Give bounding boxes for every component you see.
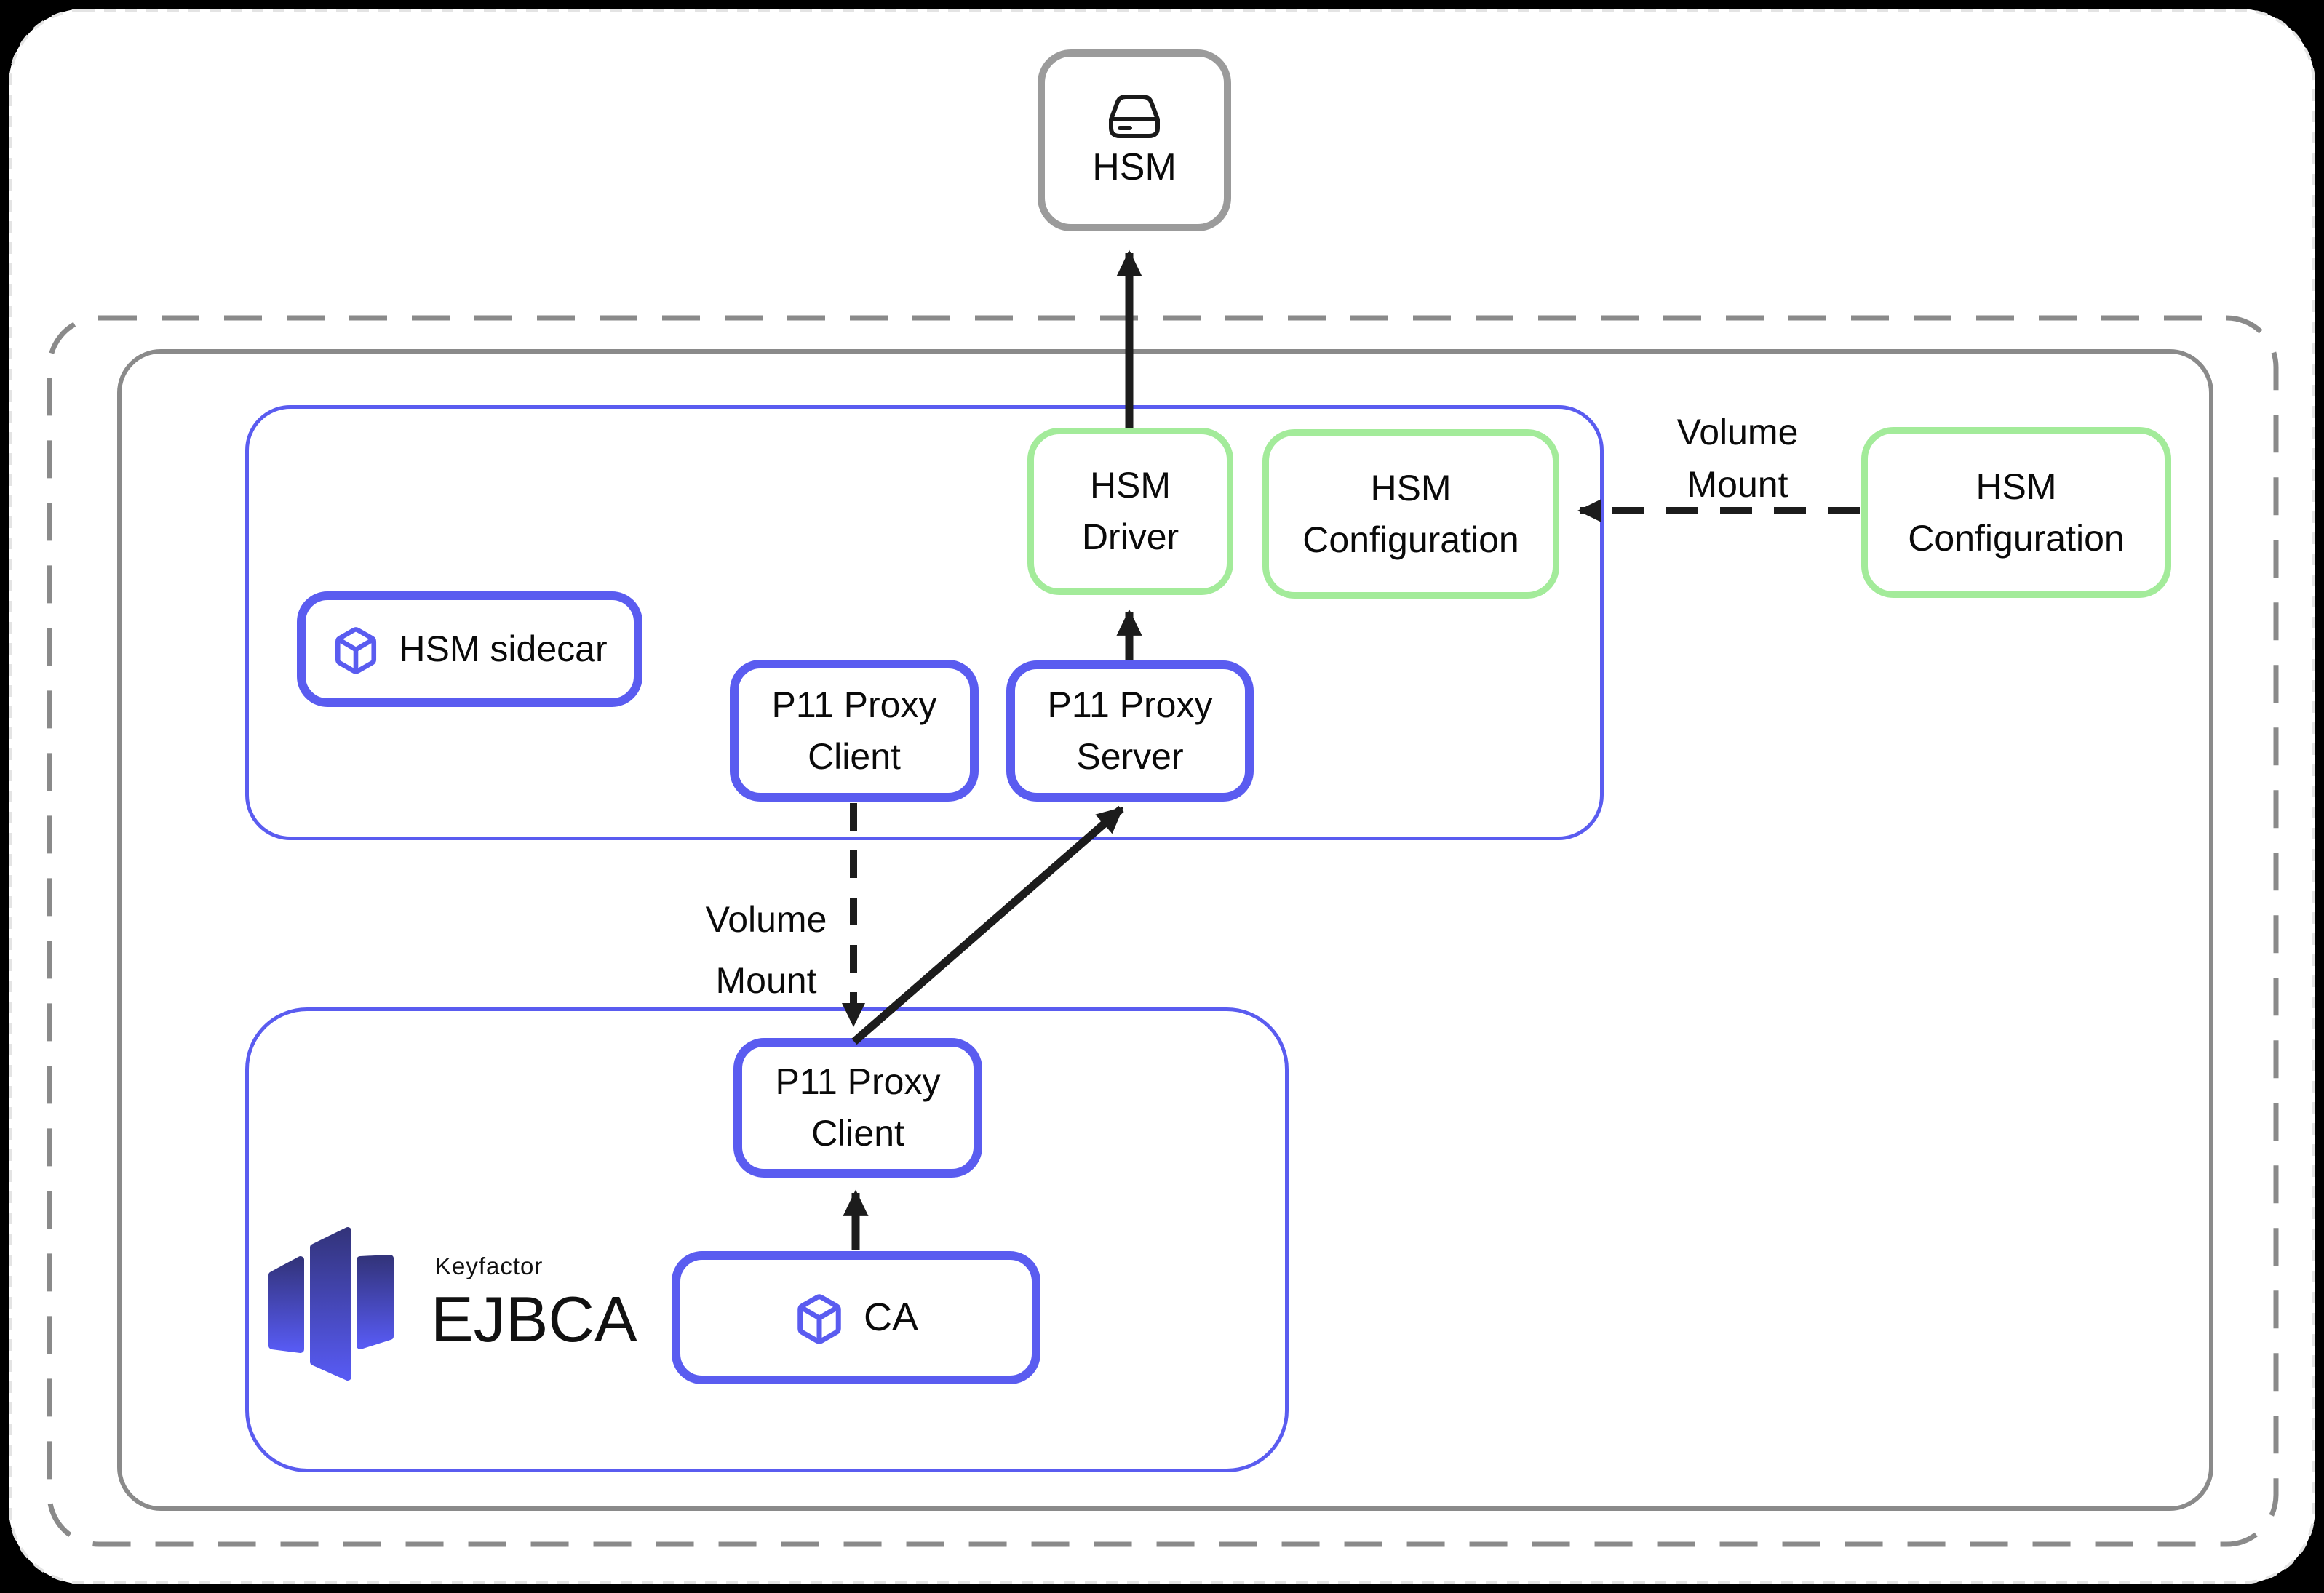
hsm-node: HSM: [1038, 49, 1231, 231]
volume-mount-label-middle-line1: Volume: [705, 899, 827, 940]
hsm-configuration-node: HSM Configuration: [1262, 429, 1559, 599]
hsm-node-label: HSM: [1092, 146, 1177, 188]
container-cube-icon: [794, 1290, 845, 1346]
keyfactor-ejbca-logo: Keyfactor EJBCA: [262, 1218, 637, 1386]
keyfactor-logo-icon: [268, 1227, 394, 1381]
volume-mount-label-top-line1: Volume: [1676, 412, 1799, 452]
logo-brand-text: Keyfactor: [435, 1253, 544, 1279]
ca-node-label: CA: [863, 1295, 918, 1339]
container-cube-icon: [332, 623, 380, 676]
p11-proxy-server-label-line1: P11 Proxy: [1047, 684, 1213, 725]
volume-mount-label-top: Volume Mount: [1628, 406, 1847, 511]
p11-proxy-client-sidecar-node: P11 Proxy Client: [730, 660, 979, 802]
hsm-driver-label-line2: Driver: [1081, 516, 1179, 557]
hsm-sidecar-label: HSM sidecar: [399, 628, 608, 669]
hsm-configuration-external-label-line2: Configuration: [1908, 517, 2125, 559]
hsm-driver-label-line1: HSM: [1089, 465, 1171, 506]
hsm-sidecar-node: HSM sidecar: [297, 591, 642, 707]
p11-proxy-server-node: P11 Proxy Server: [1006, 660, 1254, 802]
p11-proxy-client-label-line2: Client: [808, 735, 901, 777]
volume-mount-label-top-line2: Mount: [1687, 464, 1788, 505]
hsm-configuration-external-node: HSM Configuration: [1861, 427, 2171, 598]
hsm-driver-node: HSM Driver: [1027, 428, 1233, 595]
hsm-device-icon: [1107, 93, 1162, 140]
hsm-configuration-label-line1: HSM: [1370, 467, 1452, 508]
ca-node: CA: [672, 1251, 1040, 1384]
hsm-configuration-label-line2: Configuration: [1302, 519, 1519, 560]
logo-product-text: EJBCA: [431, 1283, 637, 1355]
p11-proxy-client-ejbca-label-line1: P11 Proxy: [775, 1061, 941, 1102]
p11-proxy-server-label-line2: Server: [1076, 736, 1184, 777]
p11-proxy-client-label-line1: P11 Proxy: [771, 684, 937, 725]
p11-proxy-client-ejbca-node: P11 Proxy Client: [733, 1038, 982, 1178]
hsm-configuration-external-label-line1: HSM: [1975, 466, 2057, 507]
p11-proxy-client-ejbca-label-line2: Client: [811, 1113, 904, 1154]
volume-mount-label-middle-line2: Mount: [715, 960, 817, 1001]
volume-mount-label-middle: Volume Mount: [657, 889, 875, 1011]
